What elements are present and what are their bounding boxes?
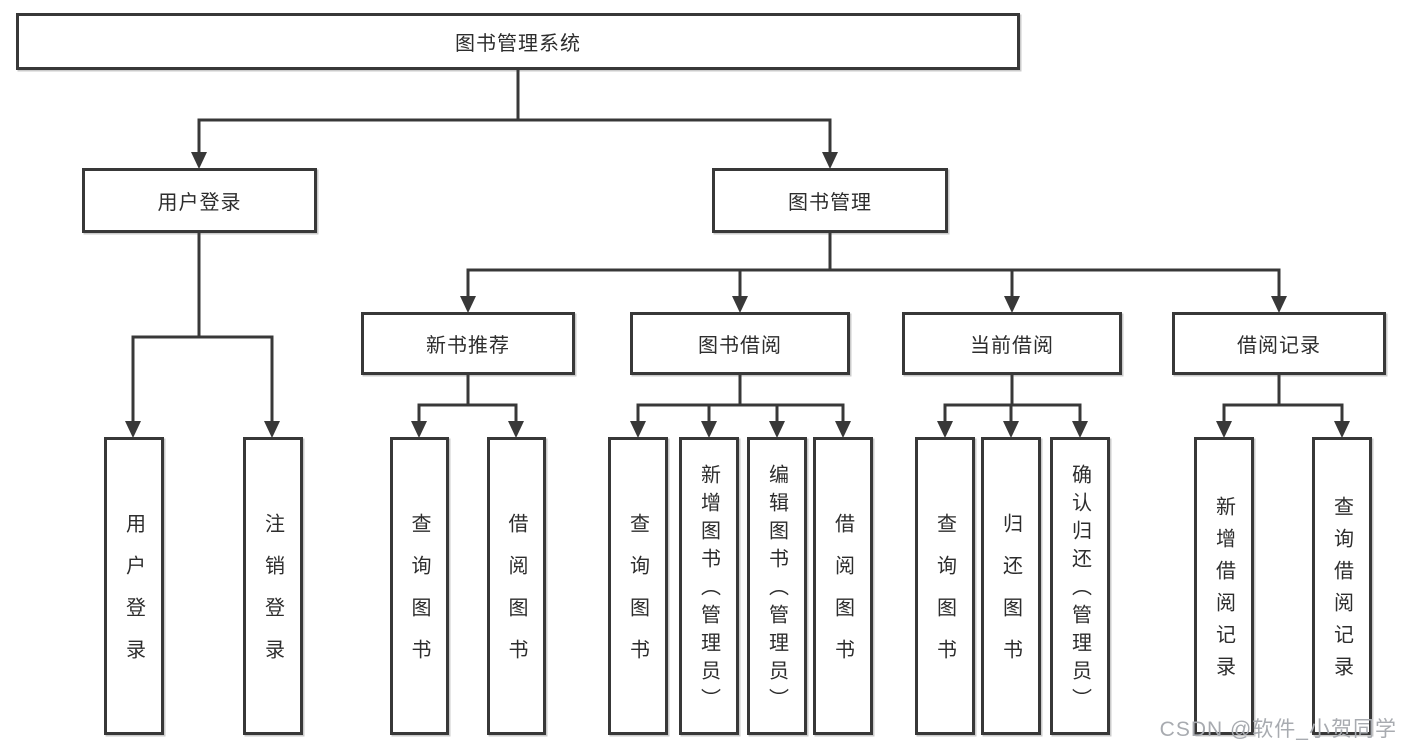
node-label: 查询图书 [408,513,430,681]
node-label: 新增借阅记录 [1212,496,1235,688]
node-current-borrowing: 当前借阅 [902,312,1122,375]
node-logout: 注销登录 [243,437,303,735]
node-label: 编辑图书（管理员） [765,464,788,716]
node-label: 注销登录 [261,513,284,681]
node-confirm-return-admin: 确认归还（管理员） [1050,437,1110,735]
node-borrow-books-2: 借阅图书 [813,437,873,735]
node-new-book-recommendation: 新书推荐 [361,312,575,375]
node-query-books-1: 查询图书 [390,437,449,735]
node-query-books-2: 查询图书 [608,437,668,735]
node-label: 借阅图书 [831,513,854,681]
arrowhead-down [264,421,280,438]
arrowhead-down [1072,421,1088,438]
node-book-management: 图书管理 [712,168,948,233]
arrowhead-down [1003,421,1019,438]
arrowhead-down [1271,296,1287,313]
node-borrow-books-1: 借阅图书 [487,437,546,735]
node-label: 查询借阅记录 [1330,496,1353,688]
node-query-borrowing-record: 查询借阅记录 [1312,437,1372,735]
arrowhead-down [701,421,717,438]
arrowhead-down [1004,296,1020,313]
connector-root-to-level2 [191,70,838,169]
arrowhead-down [769,421,785,438]
arrowhead-down [835,421,851,438]
node-borrowing-records: 借阅记录 [1172,312,1386,375]
connector-new-book-rec-children [411,375,524,438]
node-add-books-admin: 新增图书（管理员） [679,437,739,735]
node-library-management-system: 图书管理系统 [16,13,1020,70]
node-query-books-3: 查询图书 [915,437,975,735]
node-user-login-module: 用户登录 [82,168,317,233]
node-return-books: 归还图书 [981,437,1041,735]
node-label: 用户登录 [122,513,145,681]
node-label: 查询图书 [626,513,649,681]
node-add-borrowing-record: 新增借阅记录 [1194,437,1254,735]
arrowhead-down [1216,421,1232,438]
arrowhead-down [937,421,953,438]
node-label: 新增图书（管理员） [697,464,720,716]
arrowhead-down [508,421,524,438]
connector-book-management-children [460,233,1287,313]
arrowhead-down [630,421,646,438]
arrowhead-down [1334,421,1350,438]
arrowhead-down [411,421,427,438]
arrowhead-down [191,152,207,169]
arrowhead-down [732,296,748,313]
connector-borrowing-records-children [1216,375,1350,438]
connector-user-login-children [125,233,280,438]
node-label: 归还图书 [999,513,1022,681]
connector-book-borrowing-children [630,375,851,438]
node-label: 借阅图书 [505,513,527,681]
arrowhead-down [125,421,141,438]
node-book-borrowing: 图书借阅 [630,312,850,375]
arrowhead-down [822,152,838,169]
node-label: 确认归还（管理员） [1068,464,1091,716]
csdn-watermark: CSDN @软件_小贺同学 [1159,718,1397,741]
connector-current-borrowing-children [937,375,1088,438]
node-label: 查询图书 [933,513,956,681]
node-edit-books-admin: 编辑图书（管理员） [747,437,807,735]
arrowhead-down [460,296,476,313]
node-user-login: 用户登录 [104,437,164,735]
